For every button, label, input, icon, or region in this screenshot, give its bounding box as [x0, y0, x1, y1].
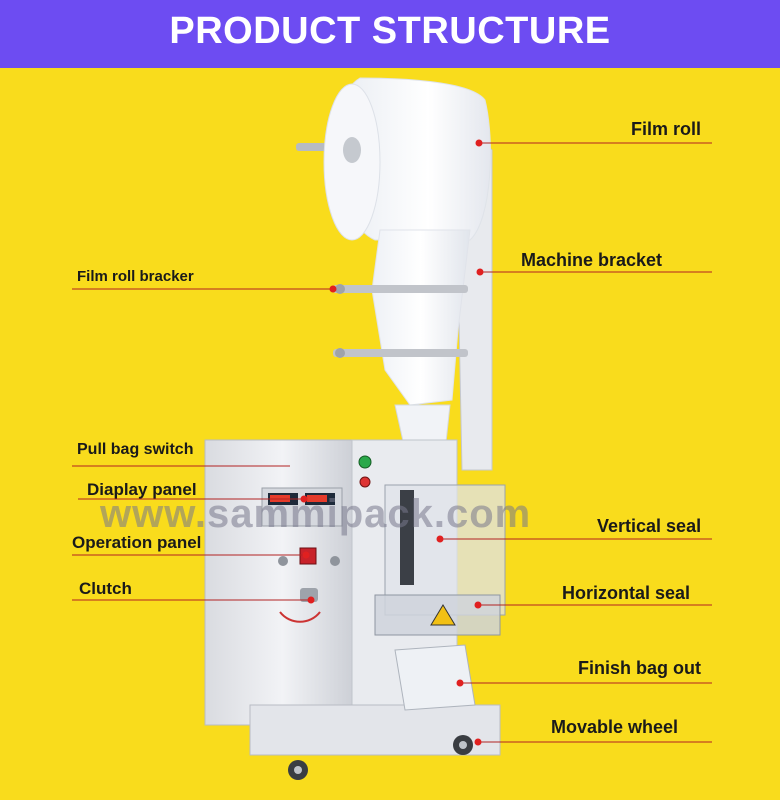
leader-lines-left — [72, 288, 333, 601]
label-film-roll-bracker: Film roll bracker — [77, 268, 194, 285]
marker-display-panel — [300, 495, 308, 503]
label-movable-wheel: Movable wheel — [551, 717, 679, 737]
label-film-roll: Film roll — [631, 119, 702, 139]
page-title: PRODUCT STRUCTURE — [169, 10, 611, 52]
film-roll — [296, 77, 491, 241]
label-pull-bag-switch: Pull bag switch — [77, 441, 194, 458]
leader-lines-right — [440, 142, 712, 743]
finish-bag-out — [394, 644, 476, 711]
label-operation-panel: Operation panel — [72, 533, 202, 552]
vertical-seal — [384, 484, 506, 616]
watermark: www.sammipack.com — [100, 492, 532, 536]
marker-clutch — [307, 596, 315, 604]
film-roll-bracker — [333, 284, 468, 358]
horizontal-seal — [374, 594, 501, 636]
movable-wheel — [288, 735, 473, 780]
marker-finish-bag-out — [456, 679, 464, 687]
label-horizontal-seal: Horizontal seal — [562, 583, 691, 603]
marker-movable-wheel — [474, 738, 482, 746]
marker-vertical-seal — [436, 535, 444, 543]
marker-machine-bracket — [476, 268, 484, 276]
label-machine-bracket: Machine bracket — [521, 250, 663, 270]
label-finish-bag-out: Finish bag out — [578, 658, 701, 678]
pull-bag-switch — [358, 455, 372, 488]
marker-horizontal-seal — [474, 601, 482, 609]
label-vertical-seal: Vertical seal — [597, 516, 702, 536]
markers — [300, 139, 484, 746]
label-display-panel: Diaplay panel — [87, 480, 197, 499]
label-clutch: Clutch — [79, 579, 132, 598]
marker-film-roll — [475, 139, 483, 147]
header-banner: PRODUCT STRUCTURE — [0, 0, 780, 68]
marker-film-roll-bracker — [329, 285, 337, 293]
marker-operation-panel — [302, 551, 310, 559]
